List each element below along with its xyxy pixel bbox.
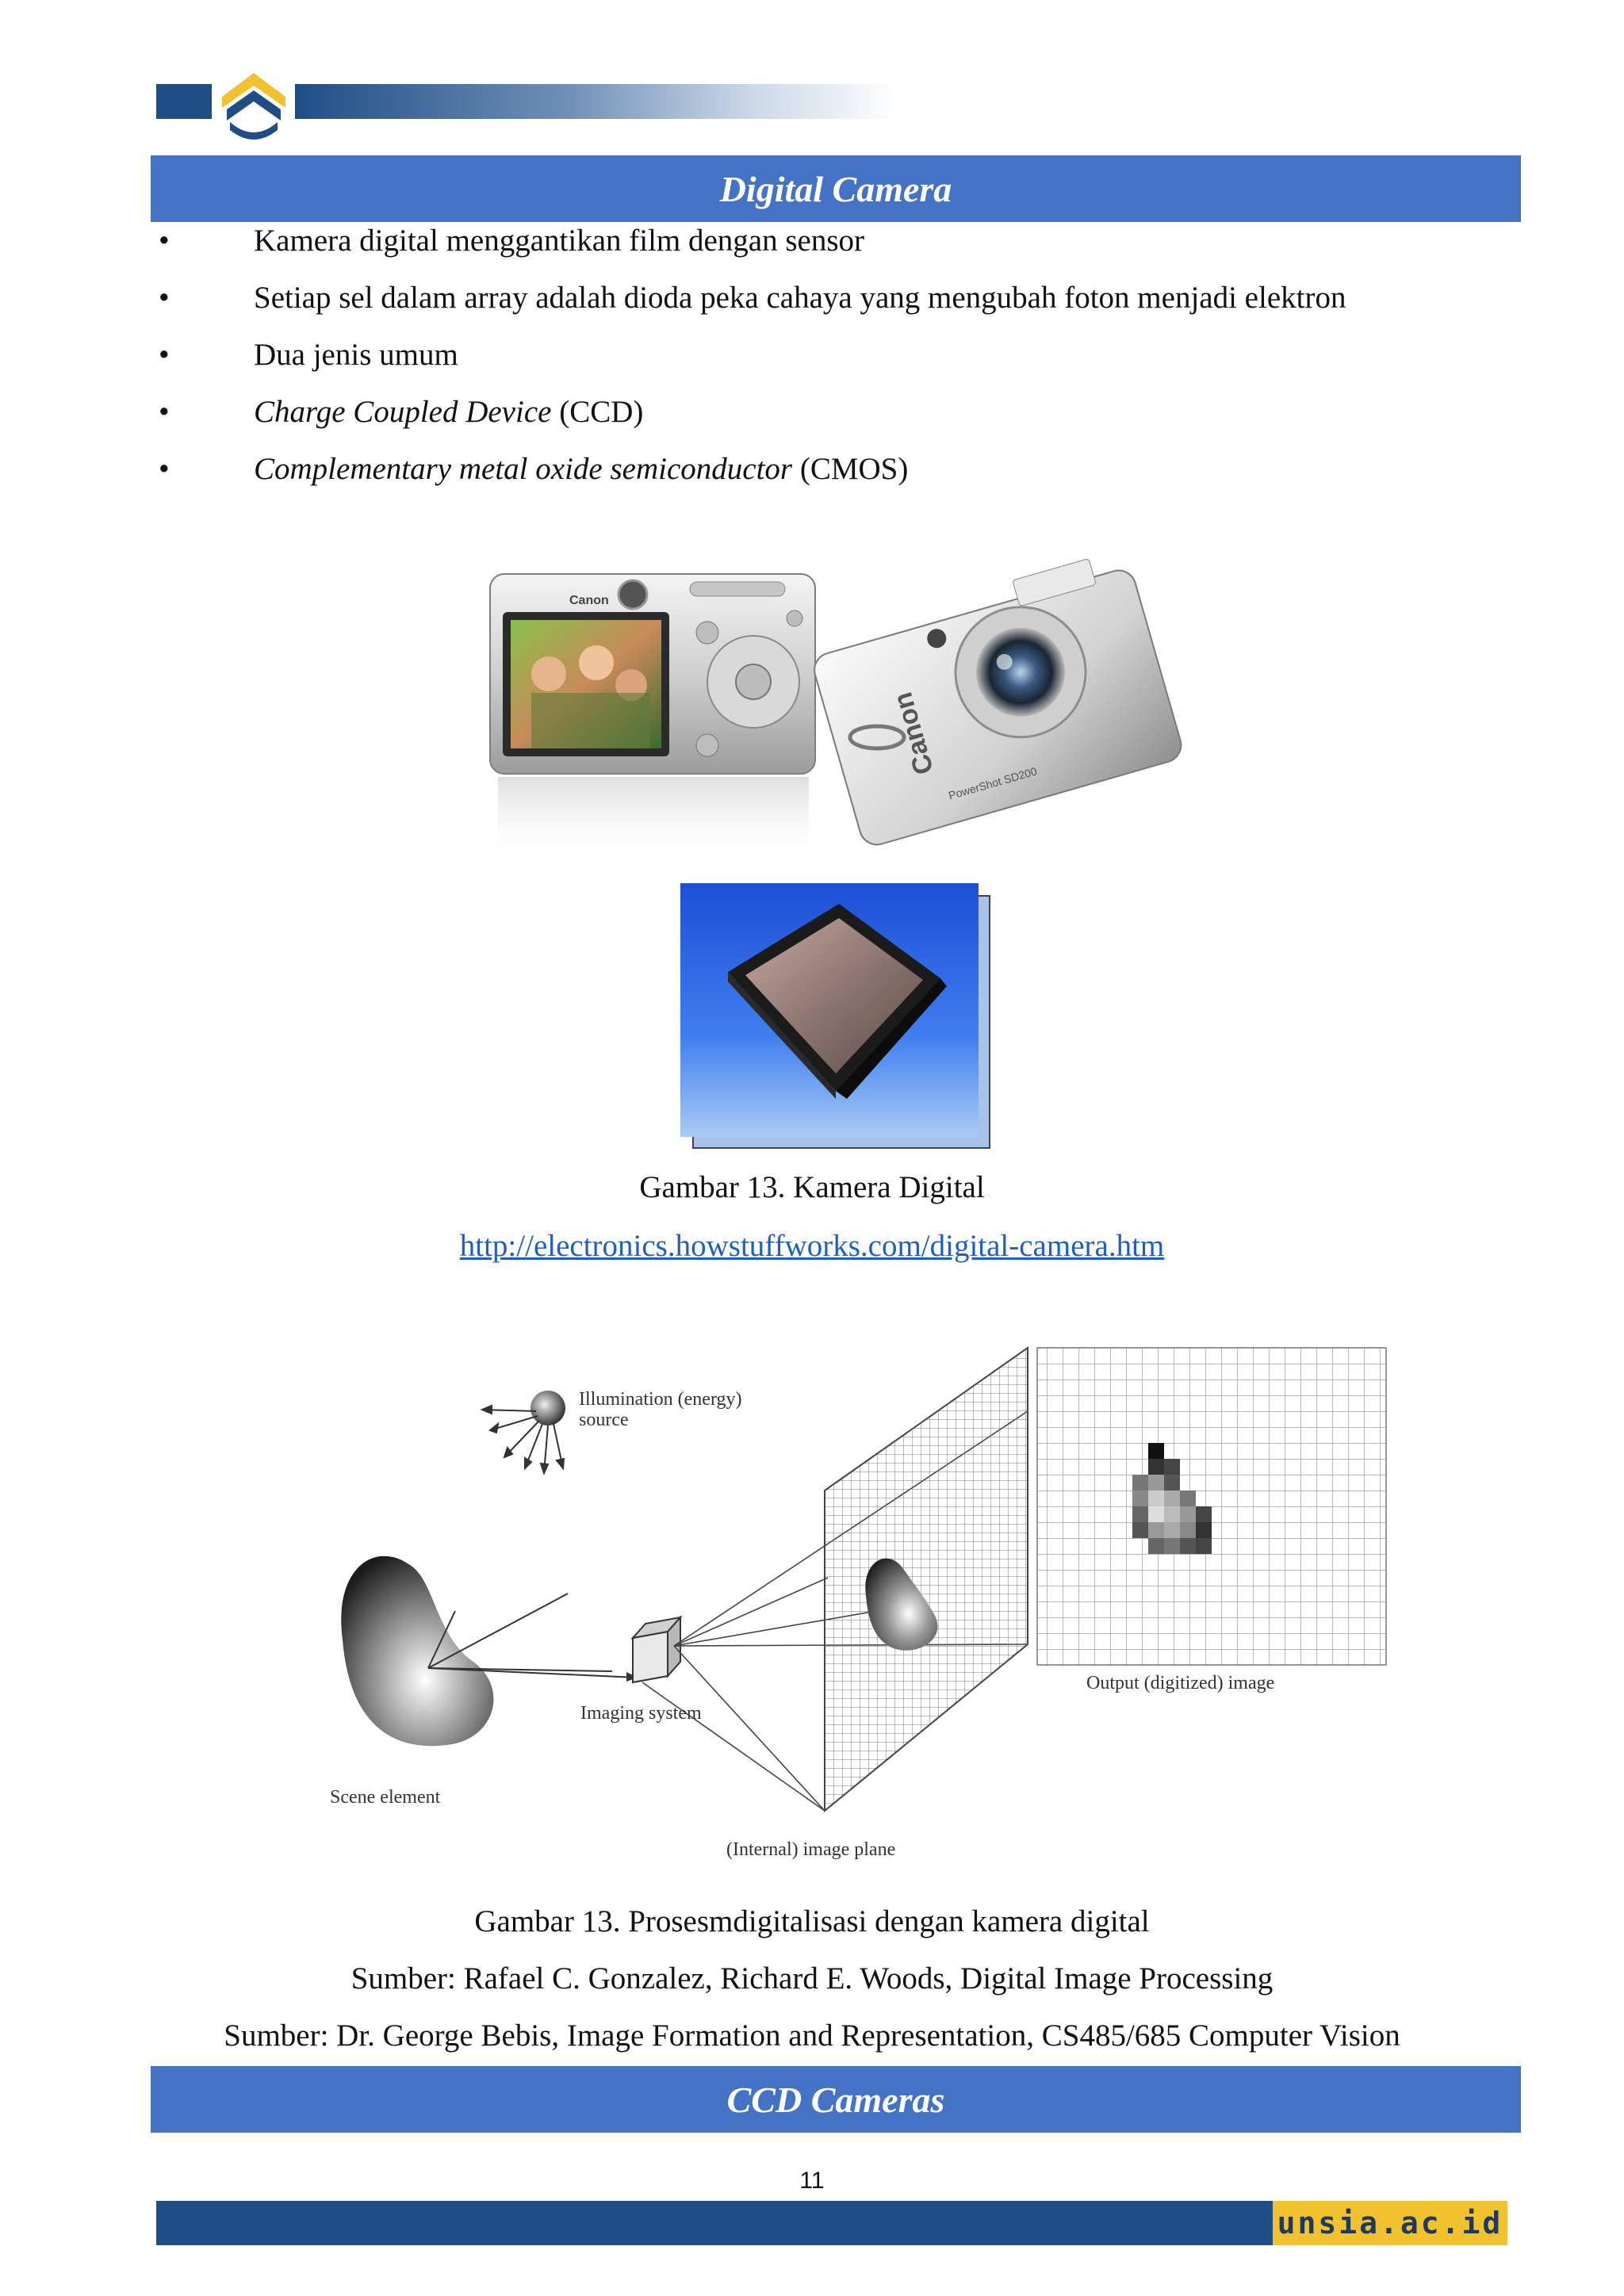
bullet-list: • Kamera digital menggantikan film denga… xyxy=(151,217,1499,503)
bullet-text: Setiap sel dalam array adalah dioda peka… xyxy=(254,281,1346,315)
source-citation: Sumber: Rafael C. Gonzalez, Richard E. W… xyxy=(350,1961,1274,1996)
list-item: • Dua jenis umum xyxy=(151,331,1499,388)
section-title: CCD Cameras xyxy=(726,2079,945,2120)
list-item: • Complementary metal oxide semiconducto… xyxy=(151,446,1499,503)
digital-camera-photo: Canon Canon PowerShot SD200 xyxy=(489,559,1182,864)
camera-brand-label: Canon xyxy=(569,594,609,607)
bullet-italic: Charge Coupled Device xyxy=(254,395,552,429)
ccd-sensor-photo xyxy=(680,883,990,1149)
bullet-italic: Complementary metal oxide semiconductor xyxy=(254,452,793,486)
bullet-dot: • xyxy=(159,224,170,258)
source-citation: Sumber: Dr. George Bebis, Image Formatio… xyxy=(224,2019,1400,2053)
digitization-process-diagram: Illumination (energy) source Scene eleme… xyxy=(330,1346,1387,1860)
diagram-label-imaging: Imaging system xyxy=(580,1703,702,1724)
bullet-dot: • xyxy=(159,338,170,372)
digitized-pixels xyxy=(1132,1443,1212,1554)
bullet-text: (CCD) xyxy=(551,395,644,429)
illumination-source-icon xyxy=(530,1391,565,1425)
bullet-text: Dua jenis umum xyxy=(254,338,458,372)
projected-image-shape xyxy=(865,1558,938,1651)
diagram-label-illumination: Illumination (energy) xyxy=(579,1389,742,1410)
section-title: Digital Camera xyxy=(719,168,952,209)
bullet-dot: • xyxy=(159,452,170,486)
figure-caption: Gambar 13. Kamera Digital xyxy=(639,1170,985,1204)
diagram-label-image-plane: (Internal) image plane xyxy=(726,1839,895,1860)
section-header-digital-camera: Digital Camera xyxy=(151,155,1521,222)
footer-bar xyxy=(156,2201,1273,2245)
university-logo-icon xyxy=(214,63,293,143)
header-block xyxy=(156,84,212,119)
figure-caption: Gambar 13. Prosesmdigitalisasi dengan ka… xyxy=(474,1904,1150,1938)
footer-site-badge: unsia.ac.id xyxy=(1273,2201,1507,2245)
section-header-ccd-cameras: CCD Cameras xyxy=(151,2066,1521,2133)
bullet-dot: • xyxy=(159,281,170,315)
list-item: • Kamera digital menggantikan film denga… xyxy=(151,217,1499,274)
list-item: • Setiap sel dalam array adalah dioda pe… xyxy=(151,274,1499,331)
scene-element-shape xyxy=(341,1556,494,1747)
source-link[interactable]: http://electronics.howstuffworks.com/dig… xyxy=(459,1229,1165,1263)
bullet-dot: • xyxy=(159,395,170,429)
header-gradient xyxy=(295,84,898,119)
list-item: • Charge Coupled Device (CCD) xyxy=(151,388,1499,446)
footer-site-text: unsia.ac.id xyxy=(1277,2206,1503,2241)
diagram-label-illumination-source: source xyxy=(579,1410,629,1430)
page-number: 11 xyxy=(799,2168,825,2194)
diagram-label-scene: Scene element xyxy=(330,1787,441,1808)
diagram-label-output: Output (digitized) image xyxy=(1086,1673,1274,1693)
bullet-text: (CMOS) xyxy=(792,452,909,486)
bullet-text: Kamera digital menggantikan film dengan … xyxy=(254,224,865,258)
